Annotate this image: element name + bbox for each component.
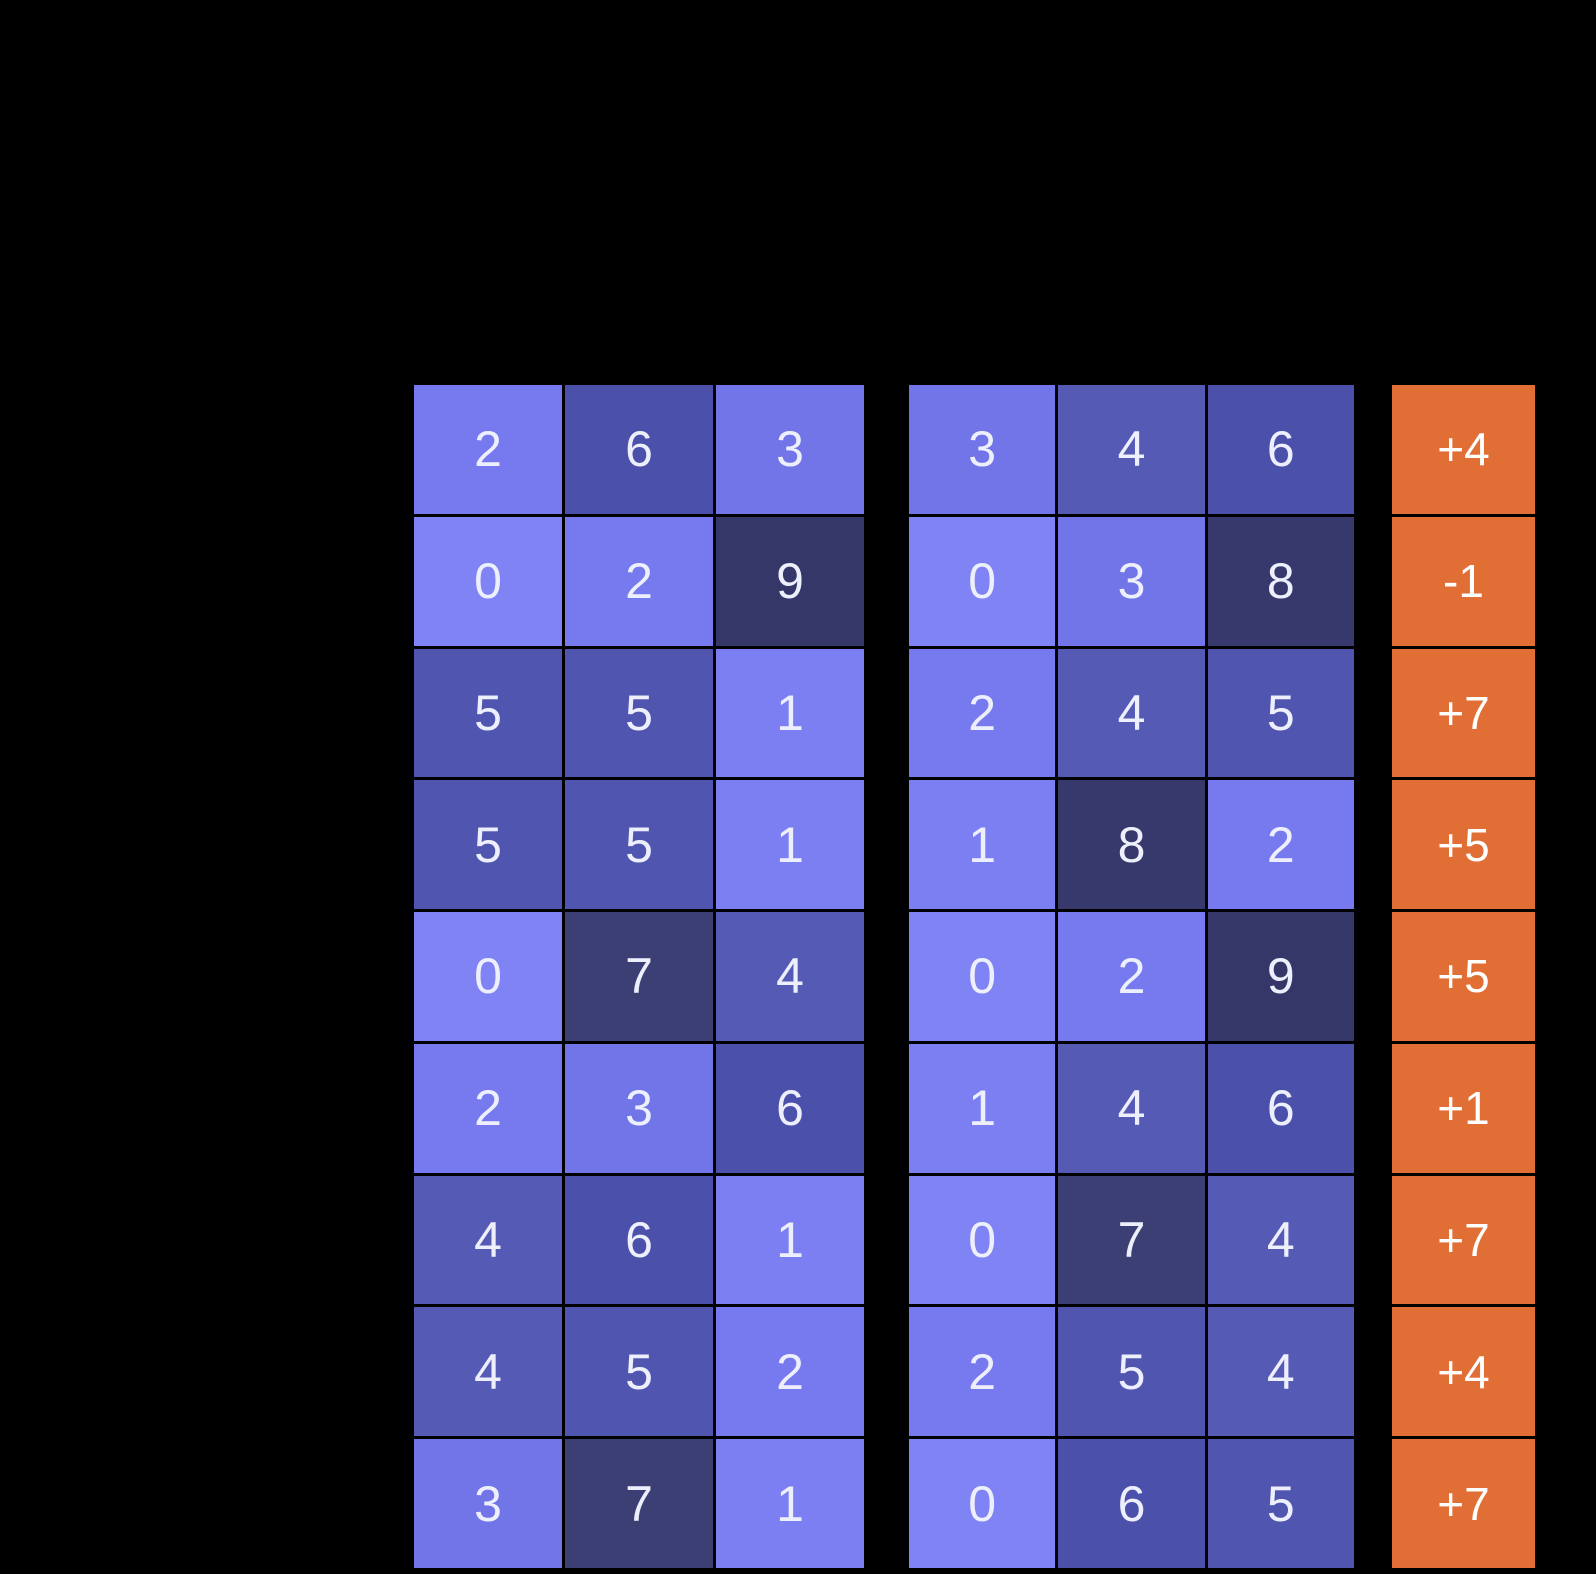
number-tile[interactable]: 1 <box>716 1175 864 1305</box>
number-tile[interactable]: 3 <box>716 385 864 514</box>
number-tile[interactable]: 5 <box>1058 1307 1205 1437</box>
number-tile[interactable]: 3 <box>1058 516 1205 646</box>
number-tile[interactable]: 7 <box>565 1439 713 1568</box>
number-tile[interactable]: 6 <box>1207 1043 1354 1173</box>
number-tile[interactable]: 2 <box>1207 780 1354 910</box>
delta-cell: +4 <box>1392 1307 1535 1437</box>
number-tile[interactable]: 4 <box>1058 385 1205 514</box>
delta-cell: +7 <box>1392 1175 1535 1305</box>
number-tile[interactable]: 5 <box>565 780 713 910</box>
number-tile[interactable]: 0 <box>909 1175 1056 1305</box>
number-tile[interactable]: 3 <box>909 385 1056 514</box>
delta-cell: +4 <box>1392 385 1535 514</box>
number-tile[interactable]: 2 <box>909 648 1056 778</box>
number-tile[interactable]: 4 <box>1058 648 1205 778</box>
delta-column: +4-1+7+5+5+1+7+4+7 <box>1392 385 1535 1568</box>
number-tile[interactable]: 4 <box>1207 1175 1354 1305</box>
delta-cell: +1 <box>1392 1043 1535 1173</box>
number-tile[interactable]: 5 <box>565 1307 713 1437</box>
delta-cell: +5 <box>1392 912 1535 1041</box>
number-tile[interactable]: 1 <box>909 1043 1056 1173</box>
number-tile[interactable]: 4 <box>716 912 864 1041</box>
number-tile[interactable]: 1 <box>716 780 864 910</box>
number-tile[interactable]: 2 <box>414 1043 562 1173</box>
number-tile[interactable]: 6 <box>716 1043 864 1173</box>
number-tile[interactable]: 1 <box>716 648 864 778</box>
number-tile[interactable]: 0 <box>414 516 562 646</box>
number-tile[interactable]: 0 <box>909 516 1056 646</box>
number-tile[interactable]: 8 <box>1058 780 1205 910</box>
number-tile[interactable]: 4 <box>414 1307 562 1437</box>
delta-cell: +5 <box>1392 780 1535 910</box>
number-tile[interactable]: 0 <box>909 912 1056 1041</box>
number-tile[interactable]: 5 <box>414 648 562 778</box>
number-tile[interactable]: 3 <box>414 1439 562 1568</box>
delta-cell: +7 <box>1392 1439 1535 1568</box>
number-tile[interactable]: 2 <box>909 1307 1056 1437</box>
delta-cell: +7 <box>1392 648 1535 778</box>
number-tile[interactable]: 7 <box>565 912 713 1041</box>
delta-cell: -1 <box>1392 516 1535 646</box>
number-tile[interactable]: 5 <box>414 780 562 910</box>
number-tile[interactable]: 0 <box>909 1439 1056 1568</box>
number-tile[interactable]: 2 <box>414 385 562 514</box>
number-tile[interactable]: 9 <box>716 516 864 646</box>
number-tile[interactable]: 4 <box>1207 1307 1354 1437</box>
number-tile[interactable]: 5 <box>1207 648 1354 778</box>
number-tile[interactable]: 2 <box>1058 912 1205 1041</box>
number-tile[interactable]: 4 <box>414 1175 562 1305</box>
number-tile[interactable]: 4 <box>1058 1043 1205 1173</box>
number-tile[interactable]: 7 <box>1058 1175 1205 1305</box>
number-tile[interactable]: 1 <box>716 1439 864 1568</box>
number-tile[interactable]: 8 <box>1207 516 1354 646</box>
number-tile[interactable]: 2 <box>716 1307 864 1437</box>
number-tile[interactable]: 1 <box>909 780 1056 910</box>
number-tile[interactable]: 9 <box>1207 912 1354 1041</box>
number-tile[interactable]: 0 <box>414 912 562 1041</box>
number-tile[interactable]: 6 <box>565 385 713 514</box>
number-tile[interactable]: 2 <box>565 516 713 646</box>
number-tile[interactable]: 6 <box>1207 385 1354 514</box>
number-tile[interactable]: 6 <box>1058 1439 1205 1568</box>
number-tile[interactable]: 3 <box>565 1043 713 1173</box>
number-tile[interactable]: 5 <box>565 648 713 778</box>
number-tile[interactable]: 5 <box>1207 1439 1354 1568</box>
number-tile[interactable]: 6 <box>565 1175 713 1305</box>
